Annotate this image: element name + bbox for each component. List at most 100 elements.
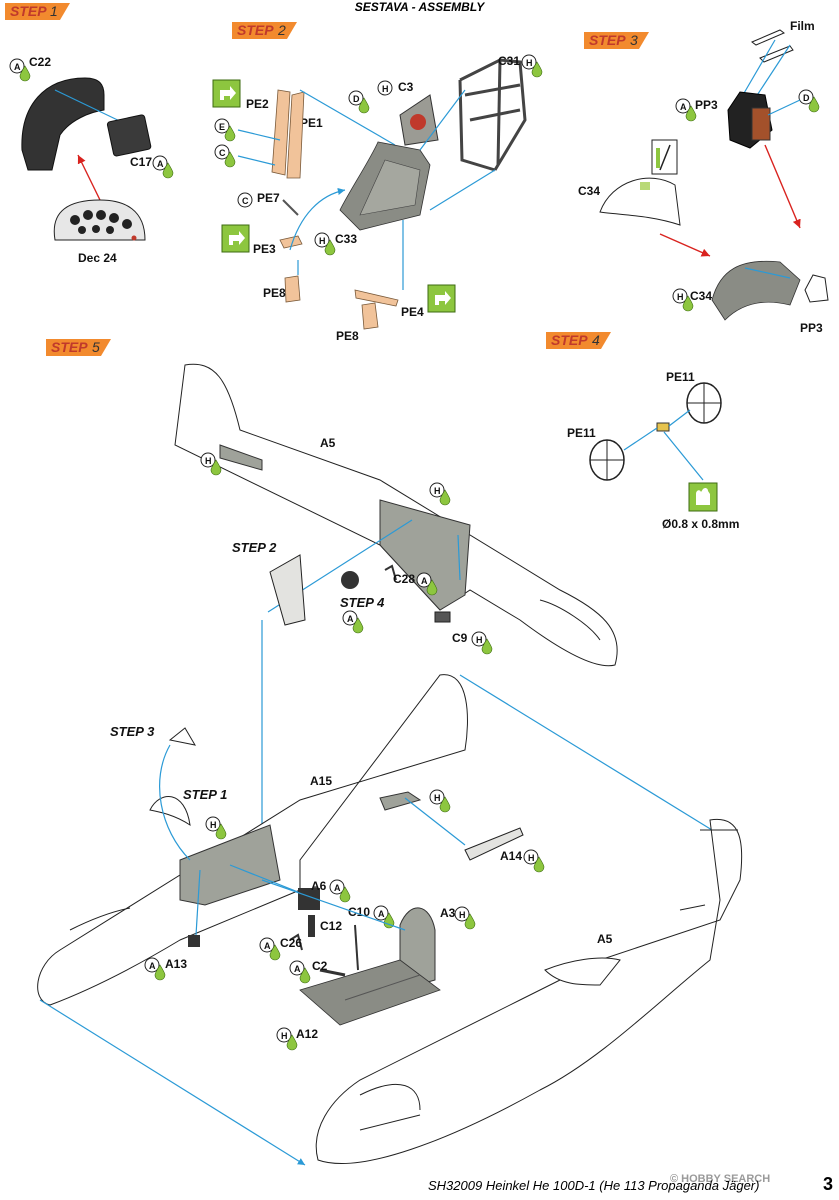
label-c26: C26	[280, 936, 302, 950]
svg-text:A: A	[421, 576, 428, 586]
label-c34-a: C34	[578, 184, 600, 198]
label-a15: A15	[310, 774, 332, 788]
svg-text:D: D	[803, 93, 810, 103]
part-c34-clear	[599, 177, 681, 226]
part-pe11-wheel-b	[589, 439, 625, 481]
label-c3: C3	[398, 80, 414, 94]
svg-text:STEP: STEP	[51, 339, 88, 355]
part-c28	[384, 564, 397, 581]
decal-dec24	[53, 199, 146, 241]
step-1-word: STEP	[10, 3, 47, 19]
callout-a-c2: A	[289, 960, 311, 984]
step-2-badge: STEP 2	[232, 22, 297, 39]
callout-h-a5-tail: H	[200, 452, 222, 476]
svg-text:E: E	[219, 122, 225, 132]
callout-a-a13: A	[144, 957, 166, 981]
part-a13	[188, 935, 200, 947]
svg-text:STEP: STEP	[589, 32, 626, 48]
svg-text:2: 2	[277, 22, 286, 38]
ref-seat-assembly	[269, 554, 306, 626]
svg-text:C: C	[219, 148, 226, 158]
ref-step-4: STEP 4	[340, 595, 385, 610]
part-c34-coaming	[711, 260, 801, 321]
label-c28: C28	[393, 572, 415, 586]
label-pe2: PE2	[246, 97, 269, 111]
label-c22: C22	[29, 55, 51, 69]
part-pe11-wheel-a	[686, 382, 722, 424]
part-c31-frame	[458, 58, 527, 172]
label-film: Film	[790, 19, 815, 33]
watermark: © HOBBY SEARCH	[670, 1173, 771, 1185]
callout-c-pe: C	[214, 144, 236, 168]
guide-straps-to-seat	[299, 89, 396, 146]
callout-h-c34: H	[672, 288, 694, 312]
part-c26	[289, 933, 303, 951]
label-a12: A12	[296, 1027, 318, 1041]
callout-h-a12: H	[276, 1027, 298, 1051]
part-a6	[298, 888, 320, 910]
part-pe8-a	[284, 275, 301, 303]
svg-text:H: H	[319, 236, 326, 246]
part-pe2-strap	[271, 89, 291, 176]
step-2-section: STEP 2 PE2 PE1 E C C PE7	[212, 22, 543, 343]
label-a14: A14	[500, 849, 522, 863]
svg-text:A: A	[149, 961, 156, 971]
callout-a-c26: A	[259, 937, 281, 961]
ref-gunsight	[168, 727, 196, 746]
callout-a-c10: A	[373, 905, 395, 929]
svg-text:H: H	[382, 84, 389, 94]
part-axle	[656, 422, 670, 432]
part-a5-fuselage-complete	[315, 818, 743, 1164]
label-pe8-b: PE8	[336, 329, 359, 343]
part-c12	[308, 915, 315, 937]
bend-icon-3	[427, 284, 456, 313]
svg-text:A: A	[334, 883, 341, 893]
svg-text:A: A	[294, 964, 301, 974]
part-c22-panel	[21, 77, 105, 171]
ref-step-1: STEP 1	[183, 787, 227, 802]
ref-wheel	[341, 571, 359, 589]
callout-h-c33: H	[314, 232, 336, 256]
label-pp3-a: PP3	[695, 98, 718, 112]
svg-text:H: H	[528, 853, 535, 863]
decal-dials	[70, 210, 137, 241]
part-pp3-body	[751, 107, 771, 141]
callout-h-a15: H	[429, 789, 451, 813]
label-pp3-b: PP3	[800, 321, 823, 335]
svg-text:H: H	[210, 820, 217, 830]
page-title: SESTAVA - ASSEMBLY	[354, 0, 485, 14]
svg-text:H: H	[434, 793, 441, 803]
part-a5-cockpit-wall	[379, 499, 471, 611]
step-1-section: STEP 1 A C22 C17 A Dec 24	[5, 3, 174, 265]
ref-step-2: STEP 2	[232, 540, 277, 555]
callout-a-c22: A	[9, 58, 31, 82]
part-c17	[106, 114, 152, 157]
callout-a-c17: A	[152, 155, 174, 179]
label-dec24: Dec 24	[78, 251, 117, 265]
part-a12-floor	[299, 959, 441, 1026]
svg-text:H: H	[205, 456, 212, 466]
label-c31: C31	[498, 54, 520, 68]
label-pe8-a: PE8	[263, 286, 286, 300]
svg-text:H: H	[459, 910, 466, 920]
label-a6: A6	[311, 879, 327, 893]
svg-text:H: H	[281, 1031, 288, 1041]
label-c2: C2	[312, 959, 328, 973]
callout-e: E	[214, 118, 236, 142]
callout-h-a15-cockpit: H	[205, 816, 227, 840]
svg-text:H: H	[476, 635, 483, 645]
callout-h-c31: H	[521, 54, 543, 78]
callout-h-c9: H	[471, 631, 493, 655]
label-pe1: PE1	[300, 116, 323, 130]
part-pp3-small	[804, 274, 829, 303]
cut-icon	[651, 139, 678, 175]
part-c2	[319, 968, 346, 977]
footer-title: SH32009 Heinkel He 100D-1 (He 113 Propag…	[428, 1178, 760, 1193]
svg-text:H: H	[677, 292, 684, 302]
drill-icon	[688, 482, 718, 512]
callout-h-a5-cockpit: H	[429, 482, 451, 506]
label-c9: C9	[452, 631, 468, 645]
callout-h-a14: H	[523, 849, 545, 873]
svg-text:A: A	[14, 62, 21, 72]
part-pe7	[282, 199, 299, 216]
